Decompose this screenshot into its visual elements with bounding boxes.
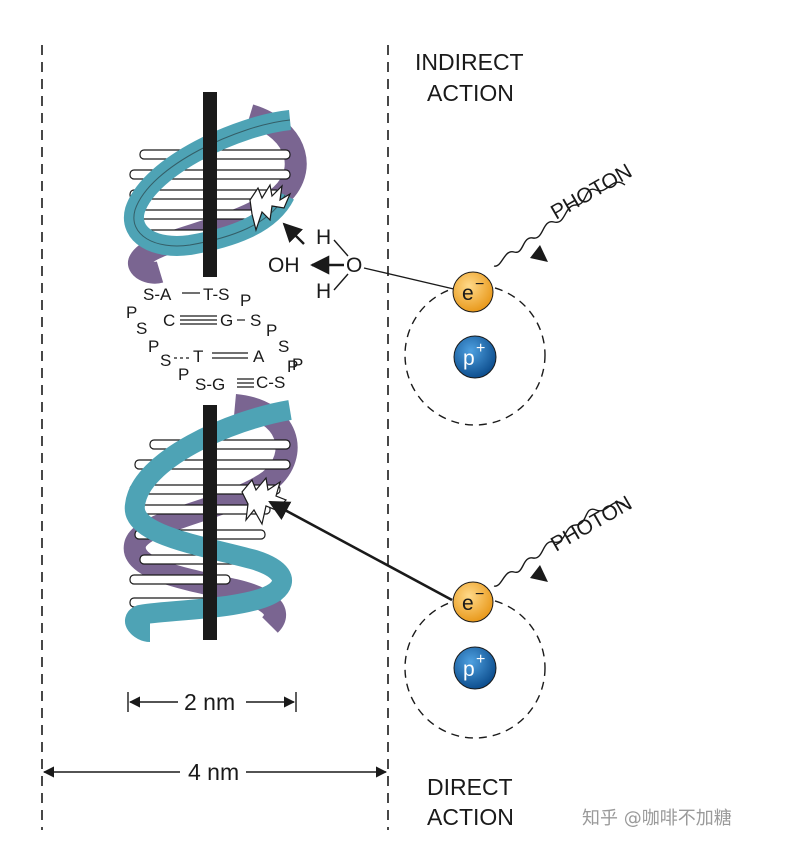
photon-label-lower: PHOTON [547, 492, 636, 557]
proton-label: p [463, 658, 475, 681]
electron-label: e [462, 282, 474, 305]
photon-label-upper: PHOTON [547, 160, 636, 225]
water-molecule: H O H OH [268, 224, 362, 303]
base-pair-text: C [163, 311, 175, 330]
base-pair-schematic: S-A T-S P P S C G S P S P S T A P P S-G … [126, 285, 303, 394]
photon-upper: PHOTON [494, 160, 636, 266]
base-pair-text: P [148, 337, 159, 356]
arrow-oh-to-dna [284, 224, 304, 244]
proton-lower [454, 647, 496, 689]
base-pair-text: S [250, 311, 261, 330]
base-pair-text: P [240, 291, 251, 310]
base-pair-text: G [220, 311, 233, 330]
electron-path-direct [270, 502, 452, 600]
base-pair-text: S [278, 337, 289, 356]
base-pair-text: P [178, 365, 189, 384]
photon-arrowhead-upper [530, 245, 548, 262]
base-pair-text: S [160, 351, 171, 370]
hydrogen-label: H [316, 226, 331, 249]
base-pair-text: A [253, 347, 265, 366]
indirect-action-label: INDIRECT [415, 49, 524, 75]
direct-action-label: DIRECT [427, 774, 513, 800]
proton-upper [454, 336, 496, 378]
base-pair-text: S-G [195, 375, 225, 394]
proton-charge: + [476, 651, 485, 668]
axis-bar-lower [203, 405, 217, 640]
axis-bar-upper [203, 92, 217, 277]
base-pair-text: T [193, 347, 203, 366]
oxygen-label: O [346, 254, 362, 277]
helix-width-label: 2 nm [184, 689, 235, 715]
direct-action-label: ACTION [427, 804, 514, 830]
atom-lower: e − p + [405, 582, 545, 738]
electron-charge: − [475, 276, 484, 293]
electron-label: e [462, 592, 474, 615]
electron-path-indirect [364, 268, 458, 290]
photon-lower: PHOTON [494, 492, 636, 586]
photon-arrowhead-lower [530, 565, 548, 582]
base-pair-text: P [287, 357, 298, 376]
base-pair-text: S-A [143, 285, 172, 304]
proton-label: p [463, 347, 475, 370]
indirect-action-label: ACTION [427, 80, 514, 106]
base-pair-text: C-S [256, 373, 285, 392]
hydrogen-label: H [316, 280, 331, 303]
base-pair-text: T-S [203, 285, 229, 304]
total-width-label: 4 nm [188, 759, 239, 785]
damage-burst-direct [242, 478, 286, 524]
base-pair-text: P [266, 321, 277, 340]
dimension-total-width: 4 nm [44, 759, 386, 785]
hydroxyl-label: OH [268, 254, 300, 277]
atom-upper: e − p + [405, 272, 545, 425]
electron-charge: − [475, 586, 484, 603]
base-pair-text: S [136, 319, 147, 338]
dimension-helix-width: 2 nm [128, 689, 296, 715]
proton-charge: + [476, 340, 485, 357]
watermark-text: 知乎 @咖啡不加糖 [582, 808, 732, 829]
